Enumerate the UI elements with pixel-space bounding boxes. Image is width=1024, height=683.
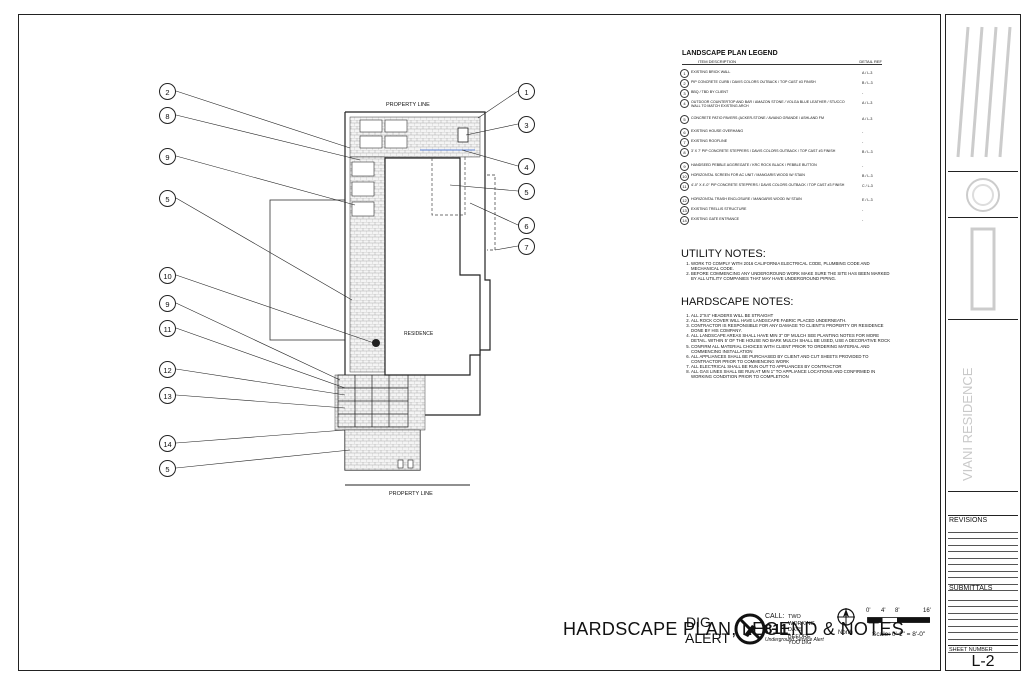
residence-outline — [384, 157, 481, 376]
sheet-number-box: SHEET NUMBER L-2 — [948, 645, 1018, 670]
submittals-table — [948, 594, 1018, 653]
hardscape-note: ALL ROCK COVER WILL HAVE LANDSCAPE FABRI… — [691, 318, 893, 323]
project-name: VIANI RESIDENCE — [960, 367, 975, 481]
utility-note: BEFORE COMMENCING ANY UNDERGROUND WORK M… — [691, 271, 891, 281]
utility-note: WORK TO COMPLY WITH 2016 CALIFORNIA ELEC… — [691, 261, 891, 271]
scale-tick-0: 0' — [866, 608, 871, 614]
hardscape-note: ALL 2"X4" HEADERS WILL BE STRAIGHT — [691, 313, 893, 318]
legend-col-ref: DETAIL REF — [859, 59, 882, 64]
hardscape-notes-list: ALL 2"X4" HEADERS WILL BE STRAIGHT ALL R… — [681, 313, 893, 379]
designer-stamp-area — [948, 17, 1018, 172]
company-logo — [948, 219, 1018, 320]
scale-tick-16: 16' — [923, 608, 931, 614]
hardscape-note: ALL LANDSCAPE AREAS SHALL HAVE MIN 3" OF… — [691, 333, 893, 343]
title-block: VIANI RESIDENCE REVISIONS SUBMITTALS SHE… — [945, 14, 1021, 671]
north-arrow-icon — [837, 608, 855, 626]
hardscape-site-plan — [175, 90, 519, 486]
callout-bubble: 8 — [159, 107, 176, 124]
trellis-structure — [337, 374, 409, 428]
utility-notes-list: WORK TO COMPLY WITH 2016 CALIFORNIA ELEC… — [681, 261, 891, 281]
callout-bubble: 14 — [159, 435, 176, 452]
callout-leaders — [175, 90, 519, 469]
callout-bubble: 5 — [159, 190, 176, 207]
callout-bubble: 3 — [518, 116, 535, 133]
north-label: North — [838, 630, 853, 636]
callout-bubble: 11 — [159, 320, 176, 337]
callout-bubble: 12 — [159, 361, 176, 378]
callout-bubble: 9 — [159, 295, 176, 312]
submittals-label: SUBMITTALS — [949, 585, 993, 592]
callout-bubble: 5 — [159, 460, 176, 477]
legend-title: LANDSCAPE PLAN LEGEND — [682, 50, 778, 57]
scale-tick-4: 4' — [881, 608, 886, 614]
callout-bubble: 2 — [159, 83, 176, 100]
scale-bar — [867, 617, 930, 623]
hardscape-note: CONTRACTOR IS RESPONSIBLE FOR ANY DAMAGE… — [691, 323, 893, 333]
residence-label: RESIDENCE — [404, 331, 434, 337]
stepper-slabs — [351, 119, 408, 217]
sheet-number: L-2 — [971, 653, 995, 670]
legend-header: ITEM DESCRIPTION DETAIL REF — [682, 59, 882, 65]
utility-notes-title: UTILITY NOTES: — [681, 248, 766, 260]
digalert-call-text: TWO WORKING DAYS BEFORE YOU DIG — [788, 614, 815, 646]
legend-col-item: ITEM DESCRIPTION — [698, 59, 737, 64]
property-line-bottom-label: PROPERTY LINE — [389, 491, 433, 497]
drawing-sheet-border — [18, 14, 941, 671]
digalert-dig: DIG — [686, 614, 711, 630]
scale-text: Scale: 0'-1" = 8'-0" — [872, 631, 926, 638]
hardscape-note: ALL APPLIANCES SHALL BE PURCHASED BY CLI… — [691, 354, 893, 364]
property-line-top-label: PROPERTY LINE — [386, 102, 430, 108]
digalert-call: CALL: — [765, 613, 785, 620]
digalert-811: 811 — [764, 621, 789, 638]
disclaimer-box — [948, 493, 1018, 516]
callout-bubble: 1 — [518, 83, 535, 100]
scale-tick-8: 8' — [895, 608, 900, 614]
sheet-number-label: SHEET NUMBER — [949, 647, 993, 653]
hardscape-notes-title: HARDSCAPE NOTES: — [681, 296, 794, 308]
callout-bubble: 7 — [518, 238, 535, 255]
hardscape-note: CONFIRM ALL MATERIAL CHOICES WITH CLIENT… — [691, 344, 893, 354]
sheet-title: HARDSCAPE PLAN, LEGEND & NOTES — [563, 619, 905, 639]
callout-bubble: 9 — [159, 148, 176, 165]
hardscape-note: ALL GAS LINES SHALL BE RUN AT MIN 1" TO … — [691, 369, 893, 379]
no-dig-icon — [734, 613, 766, 645]
callout-bubble: 4 — [518, 158, 535, 175]
digalert-usa: Underground Service Alert — [765, 637, 824, 643]
callout-bubble: 10 — [159, 267, 176, 284]
neighbor-lot-outline — [269, 199, 346, 341]
digalert-alert: ALERT — [685, 630, 730, 646]
revisions-table — [948, 526, 1018, 591]
logo-seal — [948, 173, 1018, 218]
callout-bubble: 6 — [518, 217, 535, 234]
project-name-box: VIANI RESIDENCE — [948, 321, 1018, 492]
hardscape-note: ALL ELECTRICAL SHALL BE RUN OUT TO APPLI… — [691, 364, 893, 369]
revisions-label: REVISIONS — [949, 517, 988, 524]
callout-bubble: 5 — [518, 183, 535, 200]
callout-bubble: 13 — [159, 387, 176, 404]
